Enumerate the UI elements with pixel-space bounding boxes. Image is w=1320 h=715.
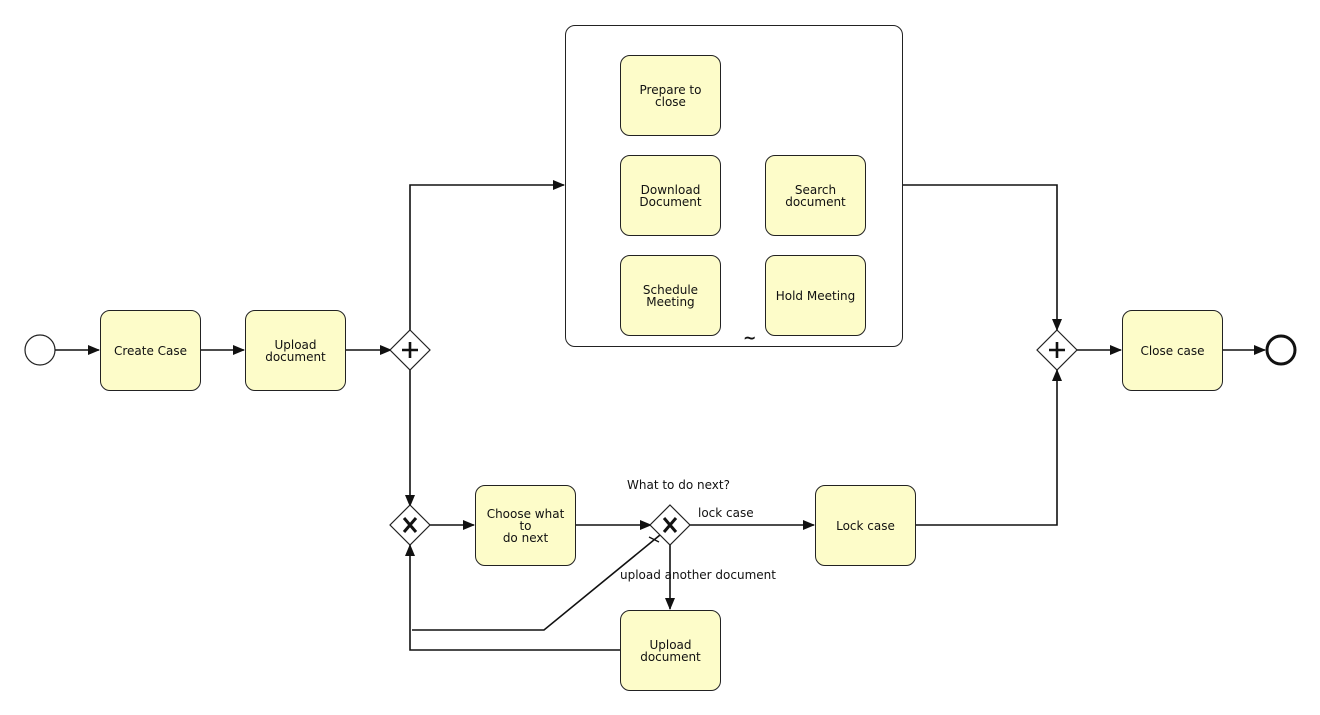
- task-upload-another[interactable]: Upload document: [620, 610, 721, 691]
- flow-label-lock-case: lock case: [698, 506, 754, 520]
- task-prepare-to-close[interactable]: Prepare to close: [620, 55, 721, 136]
- flow-upload-another-to-merge[interactable]: [405, 544, 620, 651]
- parallel-split-gateway[interactable]: [389, 329, 431, 371]
- task-upload-document[interactable]: Upload document: [245, 310, 346, 391]
- adhoc-marker: ~: [743, 328, 757, 347]
- task-create-case[interactable]: Create Case: [100, 310, 201, 391]
- task-schedule-meeting-label: Schedule Meeting: [642, 282, 699, 309]
- task-upload-document-label: Upload document: [265, 337, 326, 364]
- task-close-case[interactable]: Close case: [1122, 310, 1223, 391]
- decision-gateway-label: What to do next?: [627, 478, 730, 492]
- task-search-document[interactable]: Search document: [765, 155, 866, 236]
- task-lock-case[interactable]: Lock case: [815, 485, 916, 566]
- task-choose-next[interactable]: Choose what to do next: [475, 485, 576, 566]
- task-lock-case-label: Lock case: [836, 518, 895, 533]
- task-hold-meeting-label: Hold Meeting: [775, 288, 856, 303]
- flow-label-upload-another: upload another document: [620, 568, 776, 582]
- exclusive-merge-gateway[interactable]: [389, 504, 431, 546]
- task-upload-another-label: Upload document: [640, 637, 701, 664]
- task-download-document[interactable]: Download Document: [620, 155, 721, 236]
- flow-split-to-subprocess[interactable]: [409, 180, 565, 331]
- flow-subprocess-to-join[interactable]: [903, 184, 1062, 331]
- task-close-case-label: Close case: [1140, 343, 1205, 358]
- flow-decision-loop-back[interactable]: [412, 534, 661, 631]
- exclusive-decision-gateway[interactable]: [649, 504, 691, 546]
- default-flow-marker: [648, 536, 660, 543]
- task-search-document-label: Search document: [785, 182, 846, 209]
- task-hold-meeting[interactable]: Hold Meeting: [765, 255, 866, 336]
- task-choose-next-label: Choose what to do next: [486, 506, 565, 545]
- task-create-case-label: Create Case: [113, 343, 188, 358]
- task-download-document-label: Download Document: [639, 182, 702, 209]
- flow-lock-to-join[interactable]: [915, 369, 1062, 526]
- task-prepare-to-close-label: Prepare to close: [639, 82, 702, 109]
- end-event[interactable]: [1265, 334, 1297, 366]
- parallel-join-gateway[interactable]: [1036, 329, 1078, 371]
- task-schedule-meeting[interactable]: Schedule Meeting: [620, 255, 721, 336]
- start-event[interactable]: [24, 334, 56, 366]
